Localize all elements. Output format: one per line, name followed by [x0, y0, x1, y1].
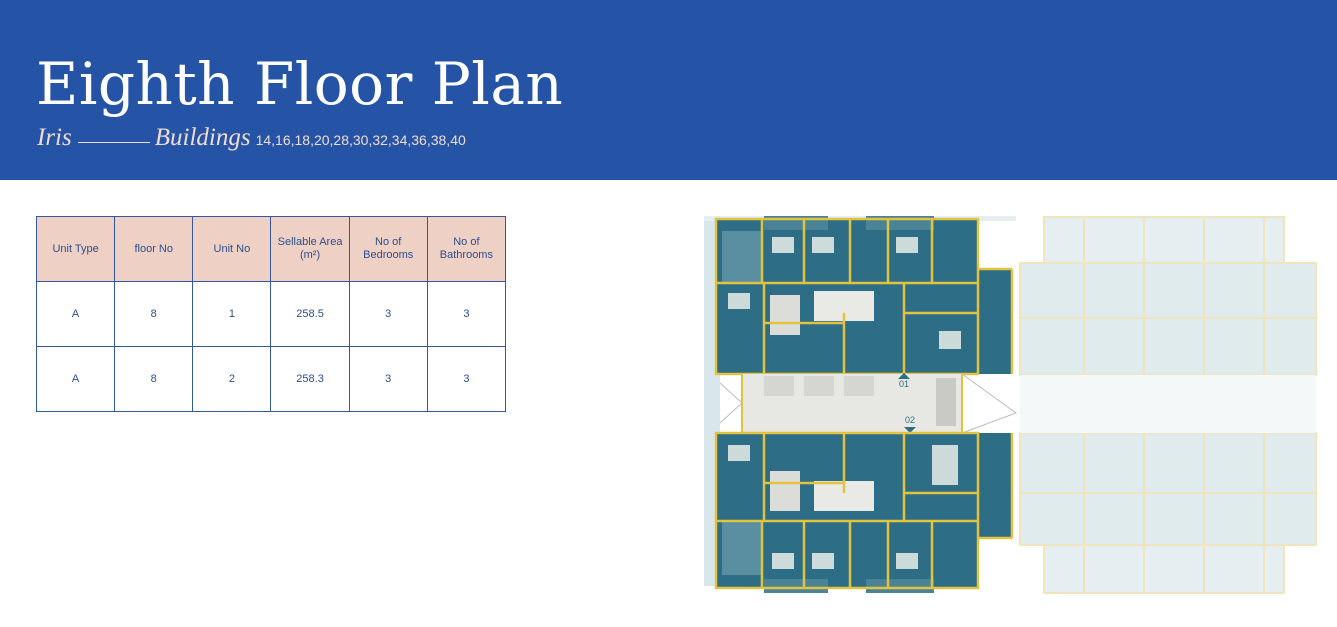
cell-sellable-area: 258.3	[270, 346, 350, 412]
table-row: A 8 2 258.3 3 3	[35, 346, 507, 412]
subtitle-buildings: Buildings	[154, 124, 251, 151]
cell-floor-no: 8	[114, 346, 194, 412]
page-subtitle: Iris Buildings 14,16,18,20,28,30,32,34,3…	[37, 124, 466, 154]
unit-table: Unit Type floor No Unit No Sellable Area…	[35, 216, 507, 412]
unit-label-01: 01	[899, 379, 909, 389]
table-row: A 8 1 258.5 3 3	[35, 281, 507, 347]
floor-plan-drawing: 01 02	[704, 216, 1336, 596]
cell-sellable-area: 258.5	[270, 281, 350, 347]
cell-bedrooms: 3	[348, 346, 428, 412]
header-floor-no: floor No	[114, 216, 194, 282]
cell-floor-no: 8	[114, 281, 194, 347]
subtitle-divider	[77, 142, 150, 143]
cell-unit-type: A	[35, 281, 116, 347]
core-corridor: 01 02	[719, 373, 1018, 434]
unit-01-block	[714, 216, 1014, 376]
header-bathrooms: No of Bathrooms	[426, 216, 507, 282]
subtitle-project: Iris	[37, 124, 72, 151]
cell-bedrooms: 3	[348, 281, 428, 347]
cell-unit-type: A	[35, 346, 116, 412]
header-bedrooms: No of Bedrooms	[348, 216, 428, 282]
page-title: Eighth Floor Plan	[36, 50, 564, 118]
table-header-row: Unit Type floor No Unit No Sellable Area…	[35, 216, 507, 282]
unit-02-block	[714, 431, 1014, 593]
page-header: Eighth Floor Plan Iris Buildings 14,16,1…	[0, 0, 1337, 180]
cell-bathrooms: 3	[426, 281, 507, 347]
building-numbers: 14,16,18,20,28,30,32,34,36,38,40	[255, 132, 466, 148]
cell-bathrooms: 3	[426, 346, 507, 412]
faded-adjacent-block	[1016, 216, 1336, 596]
header-unit-no: Unit No	[192, 216, 272, 282]
cell-unit-no: 1	[192, 281, 272, 347]
cell-unit-no: 2	[192, 346, 272, 412]
unit-label-02: 02	[905, 415, 915, 425]
header-sellable-area: Sellable Area (m²)	[270, 216, 350, 282]
header-unit-type: Unit Type	[35, 216, 116, 282]
